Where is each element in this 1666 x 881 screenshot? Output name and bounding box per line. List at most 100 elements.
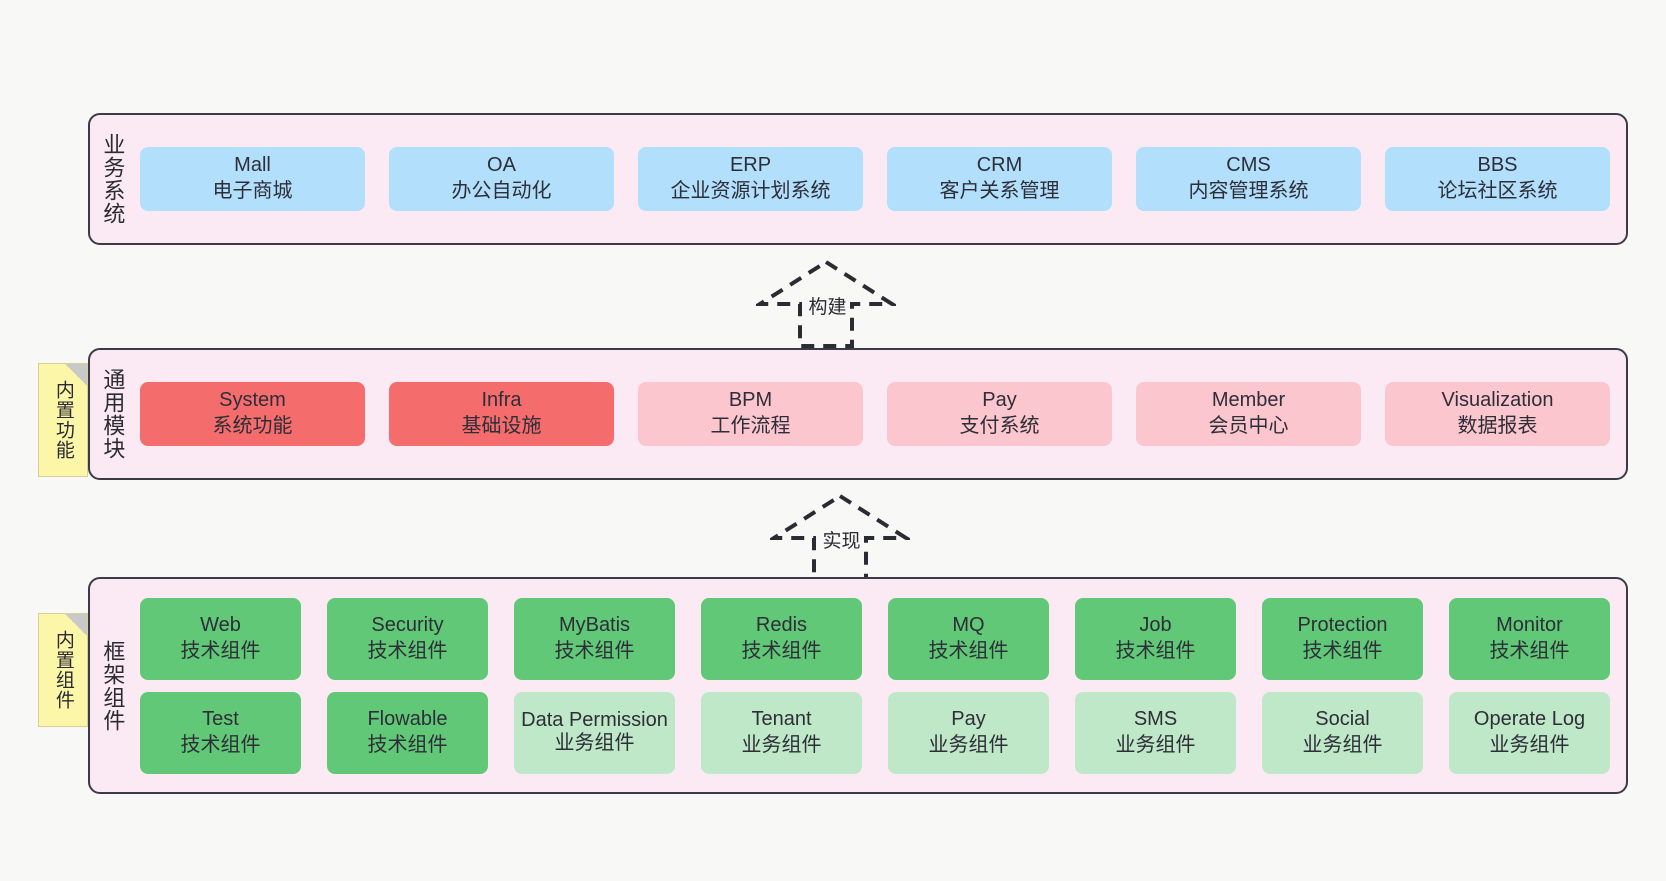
node-data-permission[interactable]: Data Permission 业务组件 — [514, 691, 675, 774]
node-sms[interactable]: SMS 业务组件 — [1075, 691, 1236, 774]
node-title: Security — [371, 613, 444, 636]
node-title: Job — [1139, 613, 1172, 636]
node-subtitle: 业务组件 — [928, 733, 1009, 756]
node-web[interactable]: Web 技术组件 — [140, 597, 301, 680]
node-mq[interactable]: MQ 技术组件 — [888, 597, 1049, 680]
node-subtitle: 企业资源计划系统 — [670, 180, 831, 202]
node-subtitle: 业务组件 — [1115, 733, 1196, 756]
node-title: MQ — [952, 613, 985, 636]
node-subtitle: 技术组件 — [1489, 639, 1570, 662]
node-title: Infra — [481, 389, 522, 412]
arrow-build-label: 构建 — [808, 297, 847, 318]
node-title: Redis — [755, 613, 808, 636]
node-social[interactable]: Social 业务组件 — [1262, 691, 1423, 774]
node-title: CRM — [976, 154, 1023, 177]
node-title: Web — [200, 613, 241, 636]
node-member[interactable]: Member 会员中心 — [1136, 382, 1361, 446]
node-title: Protection — [1297, 613, 1388, 636]
node-title: Test — [202, 707, 239, 730]
node-monitor[interactable]: Monitor 技术组件 — [1449, 597, 1610, 680]
node-subtitle: 内容管理系统 — [1188, 180, 1309, 202]
node-mybatis[interactable]: MyBatis 技术组件 — [514, 597, 675, 680]
node-subtitle: 电子商城 — [212, 180, 293, 202]
layer-row: Test 技术组件 Flowable 技术组件 Data Permission … — [140, 691, 1610, 774]
node-title: Operate Log — [1473, 707, 1586, 730]
node-security[interactable]: Security 技术组件 — [327, 597, 488, 680]
layer-body-business-system: Mall 电子商城 OA 办公自动化 ERP 企业资源计划系统 CRM 客户关系… — [134, 115, 1626, 243]
node-subtitle: 技术组件 — [367, 639, 448, 662]
node-pay[interactable]: Pay 支付系统 — [887, 382, 1112, 446]
layer-row: Mall 电子商城 OA 办公自动化 ERP 企业资源计划系统 CRM 客户关系… — [140, 147, 1610, 211]
note-fold-corner-icon — [65, 614, 87, 636]
note-builtin-features: 内置功能 — [38, 363, 88, 477]
arrow-implement: 实现 — [767, 490, 913, 582]
node-test[interactable]: Test 技术组件 — [140, 691, 301, 774]
arrow-implement-label: 实现 — [822, 531, 861, 552]
node-title: Monitor — [1496, 613, 1563, 636]
node-title: System — [219, 389, 286, 412]
node-subtitle: 会员中心 — [1208, 415, 1289, 437]
node-tenant[interactable]: Tenant 业务组件 — [701, 691, 862, 774]
node-title: ERP — [729, 154, 772, 177]
node-protection[interactable]: Protection 技术组件 — [1262, 597, 1423, 680]
node-flowable[interactable]: Flowable 技术组件 — [327, 691, 488, 774]
node-subtitle: 业务组件 — [741, 733, 822, 756]
node-title: Mall — [234, 154, 271, 177]
arrow-build-glyph — [753, 259, 899, 348]
node-subtitle: 技术组件 — [180, 733, 261, 756]
node-subtitle: 办公自动化 — [451, 180, 552, 202]
node-subtitle: 业务组件 — [1489, 733, 1570, 756]
node-subtitle: 论坛社区系统 — [1437, 180, 1558, 202]
node-title: OA — [487, 154, 516, 177]
node-title: BBS — [1477, 154, 1518, 177]
note-label: 内置组件 — [52, 630, 74, 710]
node-subtitle: 工作流程 — [710, 415, 791, 437]
node-subtitle: 技术组件 — [367, 733, 448, 756]
node-mall[interactable]: Mall 电子商城 — [140, 147, 365, 211]
node-infra[interactable]: Infra 基础设施 — [389, 382, 614, 446]
node-title: SMS — [1133, 707, 1178, 730]
node-subtitle: 业务组件 — [1302, 733, 1383, 756]
node-title: Flowable — [367, 707, 448, 730]
node-subtitle: 技术组件 — [741, 639, 822, 662]
node-system[interactable]: System 系统功能 — [140, 382, 365, 446]
layer-row: System 系统功能 Infra 基础设施 BPM 工作流程 Pay 支付系统… — [140, 382, 1610, 446]
node-oa[interactable]: OA 办公自动化 — [389, 147, 614, 211]
node-title: Member — [1211, 389, 1286, 412]
node-title: Data Permission — [521, 708, 668, 731]
node-subtitle: 技术组件 — [554, 639, 635, 662]
node-subtitle: 系统功能 — [212, 415, 293, 437]
node-title: Social — [1315, 707, 1370, 730]
node-subtitle: 技术组件 — [180, 639, 261, 662]
note-label: 内置功能 — [52, 380, 74, 460]
node-title: Visualization — [1441, 389, 1554, 412]
node-title: CMS — [1226, 154, 1271, 177]
node-redis[interactable]: Redis 技术组件 — [701, 597, 862, 680]
layer-title-framework-component: 框架组件 — [100, 639, 126, 732]
node-pay-component[interactable]: Pay 业务组件 — [888, 691, 1049, 774]
node-erp[interactable]: ERP 企业资源计划系统 — [638, 147, 863, 211]
layer-framework-component: 框架组件 Web 技术组件 Security 技术组件 MyBatis 技术组件… — [88, 577, 1628, 794]
node-title: Pay — [982, 389, 1017, 412]
layer-business-system: 业务系统 Mall 电子商城 OA 办公自动化 ERP 企业资源计划系统 CRM… — [88, 113, 1628, 245]
node-crm[interactable]: CRM 客户关系管理 — [887, 147, 1112, 211]
node-subtitle: 支付系统 — [959, 415, 1040, 437]
node-operate-log[interactable]: Operate Log 业务组件 — [1449, 691, 1610, 774]
node-subtitle: 技术组件 — [1302, 639, 1383, 662]
node-bpm[interactable]: BPM 工作流程 — [638, 382, 863, 446]
node-subtitle: 数据报表 — [1457, 415, 1538, 437]
node-bbs[interactable]: BBS 论坛社区系统 — [1385, 147, 1610, 211]
layer-common-module: 通用模块 System 系统功能 Infra 基础设施 BPM 工作流程 Pay… — [88, 348, 1628, 480]
node-subtitle: 技术组件 — [928, 639, 1009, 662]
node-title: Tenant — [751, 707, 812, 730]
node-job[interactable]: Job 技术组件 — [1075, 597, 1236, 680]
node-visualization[interactable]: Visualization 数据报表 — [1385, 382, 1610, 446]
arrow-build: 构建 — [753, 256, 899, 348]
layer-title-business-system: 业务系统 — [100, 133, 126, 225]
node-cms[interactable]: CMS 内容管理系统 — [1136, 147, 1361, 211]
node-subtitle: 业务组件 — [554, 731, 635, 754]
layer-row: Web 技术组件 Security 技术组件 MyBatis 技术组件 Redi… — [140, 597, 1610, 680]
layer-body-framework-component: Web 技术组件 Security 技术组件 MyBatis 技术组件 Redi… — [134, 579, 1626, 792]
node-subtitle: 客户关系管理 — [939, 180, 1060, 202]
